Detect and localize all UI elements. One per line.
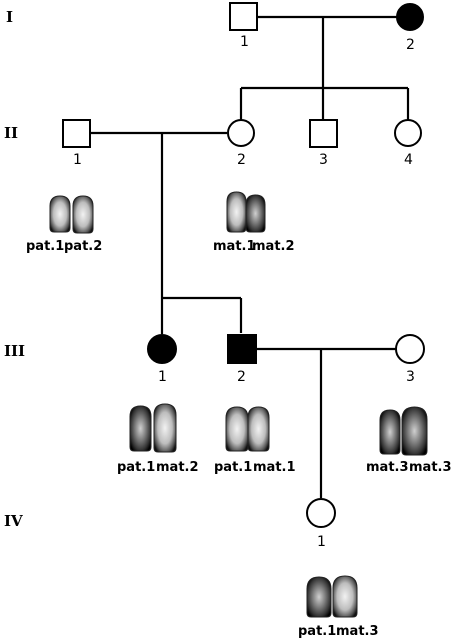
chromosome-iii-2-b bbox=[247, 406, 270, 452]
chrom-label-ii-1-b: pat.2 bbox=[64, 239, 102, 254]
individual-iii-2-number: 2 bbox=[237, 369, 246, 385]
generation-label-i: I bbox=[6, 8, 13, 26]
chrom-label-iii-3-b: mat.3 bbox=[409, 460, 452, 475]
individual-ii-2-symbol bbox=[227, 119, 255, 147]
individual-ii-1-symbol bbox=[62, 119, 91, 148]
chromosome-iii-3-a bbox=[379, 409, 401, 455]
individual-i-1-number: 1 bbox=[240, 34, 249, 50]
chrom-label-ii-1-a: pat.1 bbox=[26, 239, 64, 254]
individual-iii-3-symbol bbox=[395, 334, 425, 364]
individual-ii-2-number: 2 bbox=[237, 152, 246, 168]
chromosome-iii-3-b bbox=[401, 406, 428, 456]
individual-ii-3-number: 3 bbox=[319, 152, 328, 168]
pedigree-lines bbox=[90, 15, 410, 498]
generation-label-iii: III bbox=[4, 342, 25, 360]
chromosome-iii-1-a bbox=[129, 405, 152, 452]
individual-i-2-number: 2 bbox=[406, 37, 415, 53]
chromosome-images bbox=[49, 191, 428, 618]
individual-iv-1-symbol bbox=[306, 498, 336, 528]
chromosome-iii-2-a bbox=[225, 406, 249, 452]
individual-ii-4-symbol bbox=[394, 119, 422, 147]
individual-i-1-symbol bbox=[229, 2, 258, 31]
chrom-label-iii-3-a: mat.3 bbox=[366, 460, 409, 475]
individual-iv-1-number: 1 bbox=[317, 534, 326, 550]
chromosome-iii-1-b bbox=[153, 403, 177, 453]
chromosome-ii-2-b bbox=[245, 194, 266, 233]
chrom-label-iii-2-b: mat.1 bbox=[253, 460, 296, 475]
individual-ii-3-symbol bbox=[309, 119, 338, 148]
individual-ii-1-number: 1 bbox=[73, 152, 82, 168]
chromosome-ii-1-a bbox=[49, 195, 71, 233]
generation-label-ii: II bbox=[4, 124, 18, 142]
chrom-label-iii-1-b: mat.2 bbox=[156, 460, 199, 475]
chromosome-ii-2-a bbox=[226, 191, 247, 233]
chrom-label-ii-2-a: mat.1 bbox=[213, 239, 256, 254]
individual-iii-1-symbol bbox=[147, 334, 177, 364]
individual-iii-3-number: 3 bbox=[406, 369, 415, 385]
chromosome-iv-1-a bbox=[306, 576, 332, 618]
individual-iii-2-symbol bbox=[227, 334, 257, 364]
chrom-label-iv-1-b: mat.3 bbox=[336, 624, 379, 639]
chrom-label-ii-2-b: mat.2 bbox=[252, 239, 295, 254]
chrom-label-iii-1-a: pat.1 bbox=[117, 460, 155, 475]
individual-i-2-symbol bbox=[396, 3, 424, 31]
individual-ii-4-number: 4 bbox=[404, 152, 413, 168]
chromosome-ii-1-b bbox=[72, 195, 94, 234]
individual-iii-1-number: 1 bbox=[158, 369, 167, 385]
generation-label-iv: IV bbox=[4, 512, 23, 530]
chrom-label-iii-2-a: pat.1 bbox=[214, 460, 252, 475]
chrom-label-iv-1-a: pat.1 bbox=[298, 624, 336, 639]
chromosome-iv-1-b bbox=[332, 575, 358, 618]
